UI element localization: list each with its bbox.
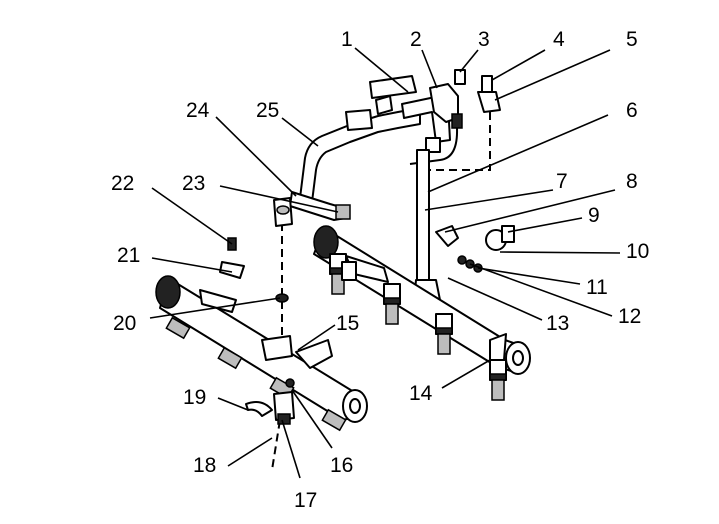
right-fuel-rail [313,225,531,375]
callout-11: 11 [586,276,608,299]
injector-l4 [321,408,347,432]
callout-23: 23 [182,172,205,195]
callout-14: 14 [409,382,433,405]
callout-1: 1 [341,28,353,51]
callout-4: 4 [553,28,565,51]
callout-13: 13 [546,312,569,335]
callout-21: 21 [117,244,140,267]
injector-l1 [165,316,191,340]
callout-18: 18 [193,454,216,477]
callout-24: 24 [186,99,210,122]
callout-16: 16 [330,454,353,477]
callout-labels: 1 2 3 4 5 6 7 8 9 10 11 12 13 14 15 16 1… [111,28,649,512]
crossover-fuel-pipe [299,75,451,203]
callout-15: 15 [336,312,359,335]
callout-19: 19 [183,386,206,409]
vertical-fuel-pipe [413,149,441,303]
callout-12: 12 [618,305,641,328]
callout-25: 25 [256,99,279,122]
right-rail-injectors [329,253,507,401]
callout-3: 3 [478,28,490,51]
injector-r4 [489,359,507,401]
callout-17: 17 [294,489,317,512]
left-hose-fitting [273,191,351,227]
callout-22: 22 [111,172,134,195]
injector-r3 [435,313,453,355]
left-fuel-rail [155,275,368,423]
injector-l2 [217,346,243,370]
fuel-pressure-fitting [409,69,501,165]
injector-r2 [383,283,401,325]
callout-10: 10 [626,240,649,263]
callout-2: 2 [410,28,422,51]
callout-20: 20 [113,312,136,335]
callout-6: 6 [626,99,638,122]
callout-7: 7 [556,170,568,193]
callout-9: 9 [588,204,600,227]
leader-lines [149,47,621,479]
injector-r0 [341,261,357,281]
left-rail-injectors [165,316,347,432]
callout-8: 8 [626,170,638,193]
callout-5: 5 [626,28,638,51]
